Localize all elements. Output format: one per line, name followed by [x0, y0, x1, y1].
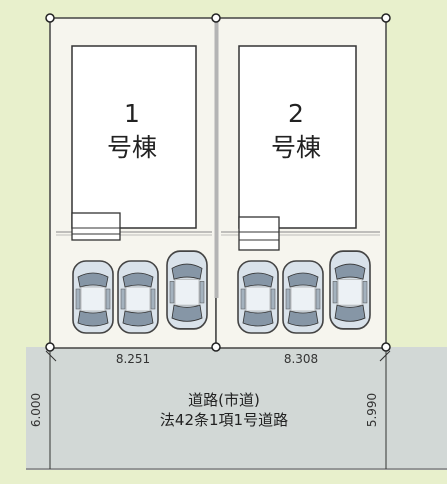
marker-top-left — [45, 13, 55, 23]
road-width-left-label: 6.000 — [29, 393, 43, 427]
building-lot-2 — [238, 45, 357, 229]
frontage-lot-2-label: 8.308 — [284, 352, 318, 366]
porch-lot-1 — [71, 212, 121, 241]
car-lot-2-c — [329, 250, 371, 330]
road-area — [26, 347, 447, 470]
marker-bottom-center — [211, 342, 221, 352]
lot-2-number: 2 — [288, 99, 304, 128]
marker-bottom-right — [381, 342, 391, 352]
tick-left-top — [45, 350, 57, 362]
lot-1-number: 1 — [124, 99, 140, 128]
car-lot-1-a — [72, 260, 114, 334]
car-lot-1-c — [166, 250, 208, 330]
marker-top-right — [381, 13, 391, 23]
marker-top-center — [211, 13, 221, 23]
lot-2-label: 号棟 — [271, 133, 321, 162]
car-lot-2-b — [282, 260, 324, 334]
marker-bottom-left — [45, 342, 55, 352]
road-name-label: 道路(市道) — [188, 391, 260, 409]
car-lot-2-a — [237, 260, 279, 334]
road-width-right-label: 5.990 — [365, 393, 379, 427]
tick-right-top — [379, 350, 391, 362]
car-lot-1-b — [117, 260, 159, 334]
frontage-lot-1-label: 8.251 — [116, 352, 150, 366]
porch-lot-2 — [238, 216, 280, 251]
lot-boundary-wall — [214, 18, 219, 298]
building-lot-1 — [71, 45, 197, 229]
road-classification-label: 法42条1項1号道路 — [160, 411, 288, 429]
lot-1-label: 号棟 — [107, 133, 157, 162]
